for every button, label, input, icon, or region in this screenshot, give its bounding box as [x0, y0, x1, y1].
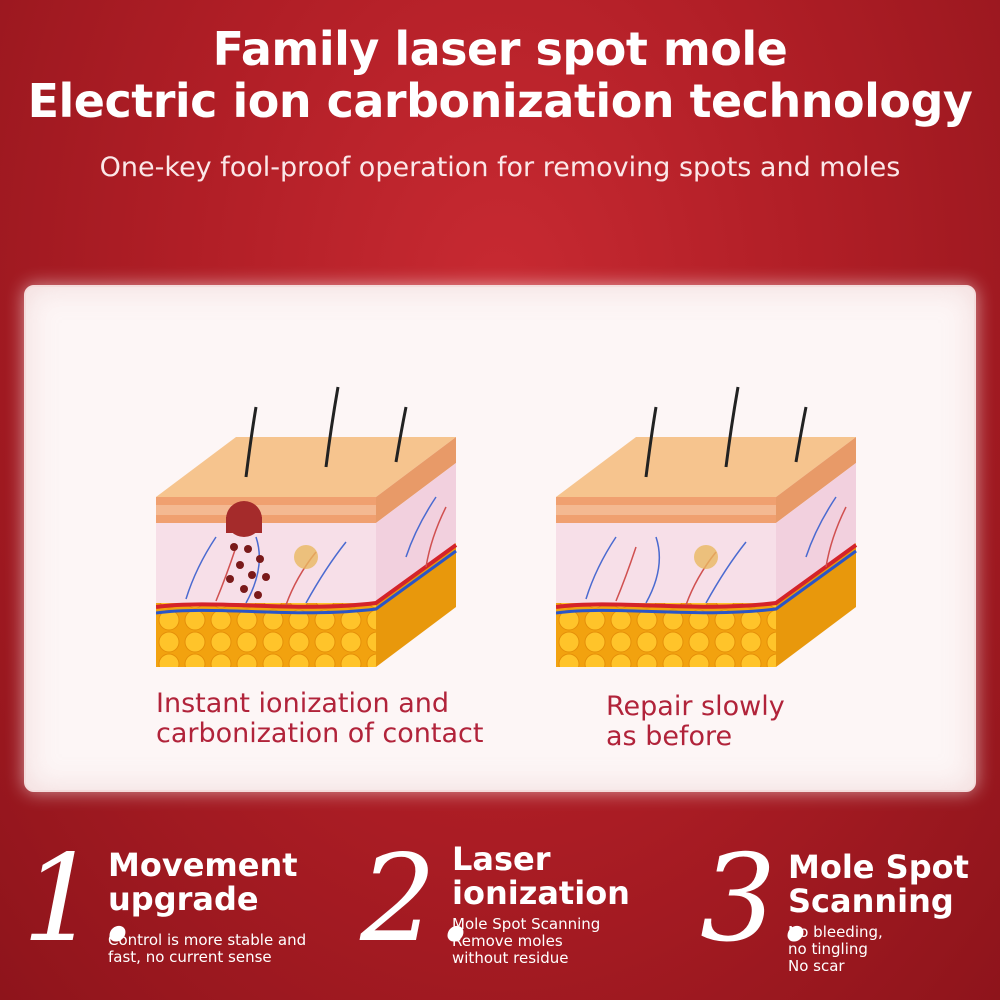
feature-title-line-1: Laser — [452, 840, 551, 878]
feature-desc-line-3: without residue — [452, 949, 569, 967]
left-caption-line-2: carbonization of contact — [156, 718, 484, 749]
feature-title-line-1: Movement — [108, 846, 298, 884]
feature-description: No bleeding, no tingling No scar — [788, 924, 883, 975]
feature-1: 1. Movement upgrade Control is more stab… — [22, 840, 362, 990]
feature-title-line-2: ionization — [452, 874, 630, 912]
feature-desc-line-1: Mole Spot Scanning — [452, 915, 601, 933]
skin-cross-section-mole-illustration — [156, 386, 458, 667]
feature-3: 3. Mole Spot Scanning No bleeding, no ti… — [700, 840, 990, 990]
skin-cross-section-repaired-illustration — [556, 386, 858, 667]
title-line-2: Electric ion carbonization technology — [27, 74, 973, 128]
feature-description: Mole Spot Scanning Remove moles without … — [452, 916, 600, 967]
feature-title: Mole Spot Scanning — [788, 850, 969, 918]
title-line-1: Family laser spot mole — [212, 22, 788, 76]
right-caption-line-2: as before — [606, 721, 733, 752]
feature-desc-line-2: fast, no current sense — [108, 948, 272, 966]
right-caption: Repair slowly as before — [606, 692, 906, 752]
feature-title: Laser ionization — [452, 842, 630, 910]
feature-number: 3. — [700, 830, 815, 969]
feature-number: 2. — [360, 830, 475, 969]
left-caption: Instant ionization and carbonization of … — [156, 689, 556, 749]
feature-desc-line-2: Remove moles — [452, 932, 563, 950]
feature-title-line-1: Mole Spot — [788, 848, 969, 886]
feature-description: Control is more stable and fast, no curr… — [108, 932, 306, 966]
illustration-panel: Instant ionization and carbonization of … — [24, 285, 976, 792]
feature-title: Movement upgrade — [108, 848, 298, 916]
feature-title-line-2: Scanning — [788, 882, 954, 920]
feature-desc-line-2: no tingling — [788, 940, 868, 958]
feature-2: 2. Laser ionization Mole Spot Scanning R… — [360, 840, 670, 990]
feature-desc-line-1: Control is more stable and — [108, 931, 307, 949]
feature-number: 1. — [22, 830, 137, 969]
left-caption-line-1: Instant ionization and — [156, 688, 450, 719]
feature-desc-line-3: No scar — [788, 957, 845, 975]
feature-title-line-2: upgrade — [108, 880, 259, 918]
right-caption-line-1: Repair slowly — [606, 691, 785, 722]
subtitle: One-key fool-proof operation for removin… — [99, 152, 901, 183]
feature-desc-line-1: No bleeding, — [788, 923, 883, 941]
